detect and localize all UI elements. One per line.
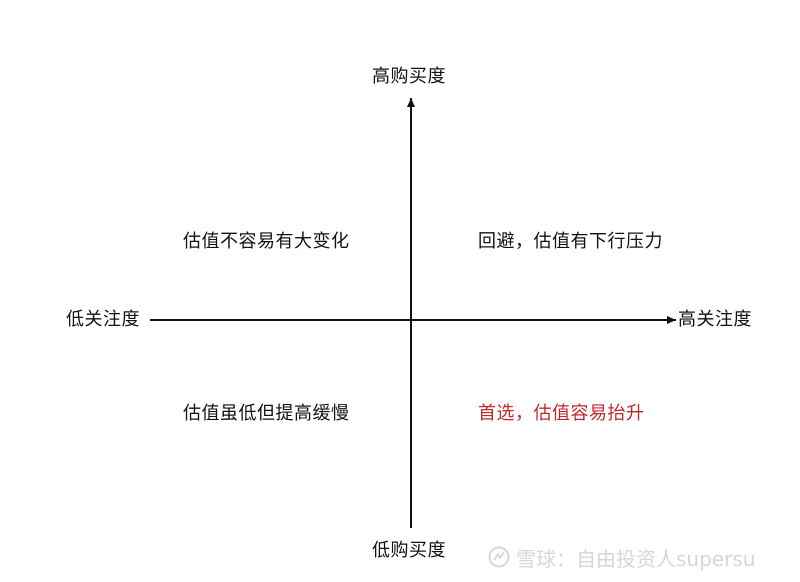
axis-label-high-purchase: 高购买度 [372,66,446,87]
quadrant-top-right-text: 回避，估值有下行压力 [478,231,663,252]
quadrant-top-left-text: 估值不容易有大变化 [183,231,350,252]
quadrant-bottom-left-text: 估值虽低但提高缓慢 [183,403,350,424]
axis-label-low-purchase: 低购买度 [372,540,446,561]
watermark: 雪球：自由投资人supersu [488,544,756,571]
watermark-text: 雪球：自由投资人supersu [516,546,756,571]
axis-label-high-attention: 高关注度 [678,309,752,330]
snowball-logo-icon [488,546,510,568]
axis-label-low-attention: 低关注度 [66,309,140,330]
quadrant-bottom-right-text: 首选，估值容易抬升 [478,403,645,424]
